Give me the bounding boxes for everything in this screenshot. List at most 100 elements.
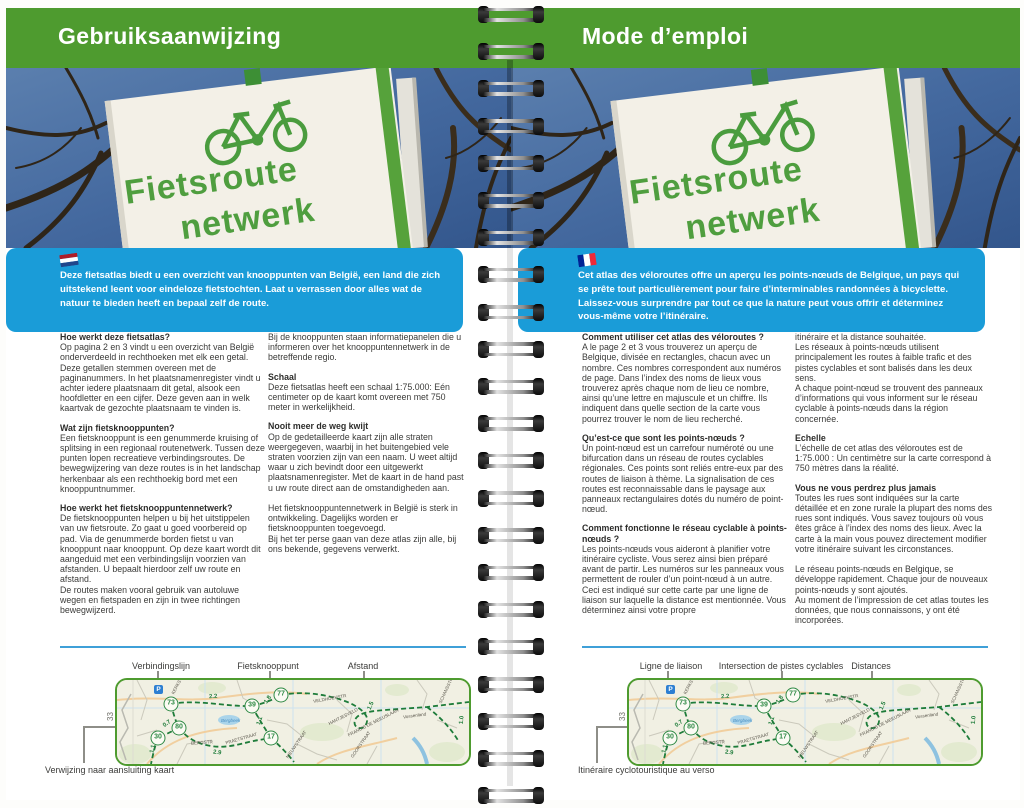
spiral-binding <box>478 0 544 808</box>
node-badge: 39 <box>756 698 772 714</box>
blue-divider-rule <box>582 646 988 648</box>
section-body: Een fietsknooppunt is een genummerde kru… <box>60 432 265 494</box>
binding-ring <box>478 601 544 619</box>
right-column-1: Comment utiliser cet atlas des véloroute… <box>582 332 788 624</box>
section: itinéraire et la distance souhaitée. Les… <box>795 332 993 424</box>
section: Comment utiliser cet atlas des véloroute… <box>582 332 788 424</box>
section-body: Deze fietsatlas heeft een schaal 1:75.00… <box>268 381 450 413</box>
water-name: Bergbeek <box>733 718 753 723</box>
node-badge: 30 <box>662 730 678 746</box>
distance-label: 2.9 <box>724 749 734 757</box>
page-gutter-shadow <box>507 60 513 786</box>
right-page: Mode d’emploi Fietsroute netwerk Cet atl… <box>511 8 1020 800</box>
binding-ring <box>478 787 544 805</box>
node-badge: 39 <box>244 698 260 714</box>
binding-ring <box>478 415 544 433</box>
legend-label-line: Verbindingslijn <box>131 661 191 671</box>
right-map-legend: Ligne de liaison Intersection de pistes … <box>511 656 1020 798</box>
section: Hoe werkt deze fietsatlas? Op pagina 2 e… <box>60 332 266 414</box>
left-header-band: Gebruiksaanwijzing <box>6 8 511 68</box>
binding-ring <box>478 452 544 470</box>
section-heading: Hoe werkt deze fietsatlas? <box>60 332 170 342</box>
adjacent-map-page-number: 33 <box>617 712 627 721</box>
binding-ring <box>478 6 544 23</box>
binding-ring <box>478 712 544 730</box>
section: Bij de knooppunten staan informatiepanel… <box>268 332 466 363</box>
binding-ring <box>478 564 544 581</box>
binding-ring <box>478 117 544 135</box>
section: Qu’est-ce que sont les points-nœuds ? Un… <box>582 433 788 515</box>
binding-ring <box>478 154 544 172</box>
intro-text-dutch: Deze fietsatlas biedt u een overzicht va… <box>60 270 441 309</box>
section: Nooit meer de weg kwijt Op de gedetaille… <box>268 421 466 554</box>
callout-line <box>83 726 117 728</box>
section-heading: Comment fonctionne le réseau cyclable à … <box>582 523 787 544</box>
section-body: Op pagina 2 en 3 vindt u een overzicht v… <box>60 342 261 414</box>
binding-ring <box>478 229 544 247</box>
node-badge: 30 <box>150 730 166 746</box>
binding-ring <box>478 43 544 61</box>
section-body: Bij de knooppunten staan informatiepanel… <box>268 332 462 363</box>
sample-map: P 73 39 77 80 30 17 2.2 1.8 1.1 0.7 2.9 … <box>115 678 471 766</box>
legend-label-reference: Verwijzing naar aansluiting kaart <box>45 765 175 775</box>
parking-icon: P <box>666 685 675 694</box>
binding-ring <box>478 340 544 358</box>
distance-label: 2.2 <box>208 693 218 701</box>
section-heading: Vous ne vous perdrez plus jamais <box>795 482 937 493</box>
binding-ring <box>478 526 544 544</box>
right-column-2: itinéraire et la distance souhaitée. Les… <box>795 332 993 634</box>
binding-ring <box>478 378 544 395</box>
legend-label-line: Ligne de liaison <box>639 661 703 671</box>
section-heading: Echelle <box>795 432 826 443</box>
section-body: L’échelle de cet atlas des véloroutes es… <box>795 443 992 474</box>
callout-line <box>83 726 85 763</box>
section: Hoe werkt het fietsknooppuntennetwerk? D… <box>60 503 266 615</box>
section-body: Un point-nœud est un carrefour numéroté … <box>582 443 784 515</box>
netherlands-flag-icon <box>59 252 79 268</box>
section-heading: Hoe werkt het fietsknooppuntennetwerk? <box>60 503 233 514</box>
node-badge: 80 <box>683 720 699 736</box>
right-intro-band: Cet atlas des véloroutes offre un aperçu… <box>518 248 985 332</box>
sample-map: P 73 39 77 80 30 17 2.2 1.8 1.1 0.7 2.9 … <box>627 678 983 766</box>
binding-ring <box>478 750 544 767</box>
binding-ring <box>478 80 544 98</box>
binding-ring <box>478 675 544 693</box>
node-badge: 77 <box>785 687 801 703</box>
section: Vous ne vous perdrez plus jamais Toutes … <box>795 483 993 626</box>
binding-ring <box>478 192 544 209</box>
section: Echelle L’échelle de cet atlas des vélor… <box>795 433 993 474</box>
page-title-french: Mode d’emploi <box>582 23 749 49</box>
legend-label-node: Fietsknooppunt <box>237 661 299 671</box>
section-heading: Wat zijn fietsknooppunten? <box>60 422 175 433</box>
legend-label-reference: Itinéraire cyclotouristique au verso <box>578 765 715 775</box>
section: Wat zijn fietsknooppunten? Een fietsknoo… <box>60 423 266 494</box>
node-badge: 80 <box>171 720 187 736</box>
right-header-band: Mode d’emploi <box>511 8 1020 68</box>
node-badge: 17 <box>263 730 279 746</box>
right-photo: Fietsroute netwerk <box>511 68 1020 248</box>
page-title-dutch: Gebruiksaanwijzing <box>58 23 282 49</box>
france-flag-icon <box>577 252 597 268</box>
section-body: itinéraire et la distance souhaitée. Les… <box>795 332 983 424</box>
legend-label-distance: Afstand <box>347 661 379 671</box>
section-heading: Schaal <box>268 371 297 382</box>
binding-ring <box>478 638 544 656</box>
section-body: De fietsknooppunten helpen u bij het uit… <box>60 513 261 616</box>
left-photo: Fietsroute netwerk <box>6 68 511 248</box>
section-body: Op de gedetailleerde kaart zijn alle str… <box>268 431 464 554</box>
legend-label-node: Intersection de pistes cyclables <box>718 661 844 671</box>
section: Comment fonctionne le réseau cyclable à … <box>582 523 788 615</box>
binding-ring <box>478 303 544 321</box>
callout-line <box>596 726 629 728</box>
legend-label-distance: Distances <box>851 661 891 671</box>
distance-label: 1.0 <box>458 715 466 725</box>
binding-ring <box>478 489 544 507</box>
section-body: A le page 2 et 3 vous trouverez un aperç… <box>582 342 782 424</box>
left-column-1: Hoe werkt deze fietsatlas? Op pagina 2 e… <box>60 332 266 624</box>
left-page: Gebruiksaanwijzing Fietsroute netwerk De… <box>6 8 511 800</box>
callout-line <box>596 726 598 763</box>
left-intro-band: Deze fietsatlas biedt u een overzicht va… <box>6 248 463 332</box>
node-badge: 73 <box>675 696 691 712</box>
section: Schaal Deze fietsatlas heeft een schaal … <box>268 372 466 413</box>
intro-text-french: Cet atlas des véloroutes offre un aperçu… <box>578 270 960 323</box>
